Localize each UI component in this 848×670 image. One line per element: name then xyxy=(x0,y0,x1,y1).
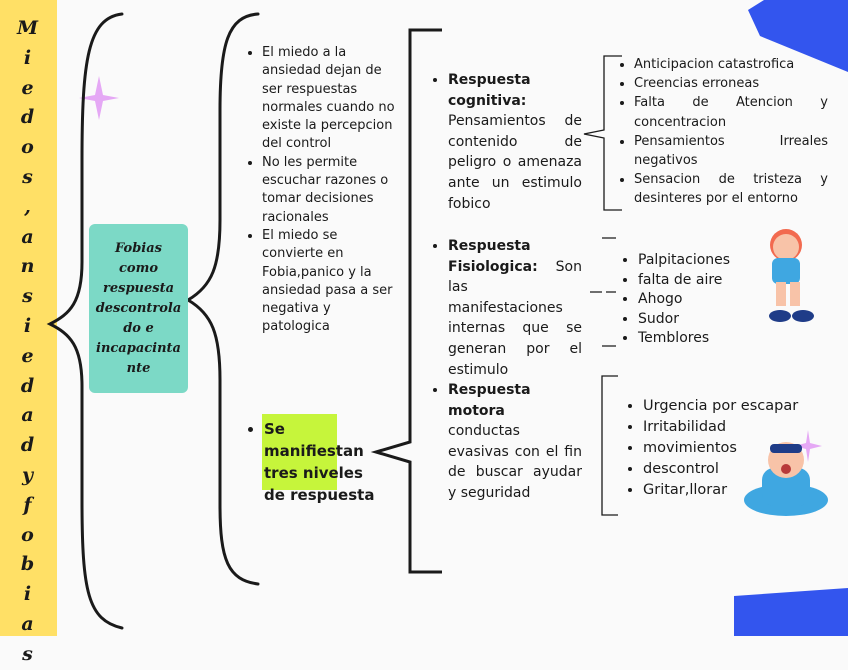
bracket-motor xyxy=(602,376,618,515)
list-item: Ahogo xyxy=(638,290,772,310)
list-item: Creencias erroneas xyxy=(634,74,828,93)
list-item: No les permite escuchar razones o tomar … xyxy=(262,154,396,227)
response-physiological: Respuesta Fisiologica: Son las manifesta… xyxy=(432,236,582,380)
response-cognitive: Respuesta cognitiva: Pensamientos de cont… xyxy=(432,70,582,214)
motor-list: Urgencia por escapar Irritabilidad movim… xyxy=(627,396,817,501)
bracket-cognitive xyxy=(584,56,622,210)
list-item: movimientos xyxy=(643,438,817,459)
list-item: El miedo se convierte en Fobia,panico y … xyxy=(262,227,396,337)
central-topic-text: Fobias como respuesta descontrolado e in… xyxy=(94,239,184,379)
list-item: Irritabilidad xyxy=(643,417,817,438)
list-item: Temblores xyxy=(638,329,772,349)
sitting-boy-icon xyxy=(769,229,814,322)
response-title: Respuesta motora xyxy=(448,382,531,419)
list-item: Anticipacion catastrofica xyxy=(634,55,828,74)
list-item: descontrol xyxy=(643,459,817,480)
cognitive-list: Anticipacion catastrofica Creencias erro… xyxy=(618,55,828,209)
list-item: Pensamientos Irreales negativos xyxy=(634,132,828,170)
list-item: Sensacion de tristeza y desinteres por e… xyxy=(634,170,828,208)
central-topic-box: Fobias como respuesta descontrolado e in… xyxy=(89,224,188,393)
response-title: Respuesta cognitiva: xyxy=(448,72,531,109)
list-item: falta de aire xyxy=(638,271,772,291)
list-item: Urgencia por escapar xyxy=(643,396,817,417)
list-item: Se manifiestan tres niveles de respuesta xyxy=(264,418,383,506)
response-body: Son las manifestaciones internas que se … xyxy=(448,259,582,378)
response-levels-note: Se manifiestan tres niveles de respuesta xyxy=(248,418,383,506)
bracket-physio xyxy=(590,238,616,346)
response-body: Pensamientos de contenido de peligro o a… xyxy=(448,113,582,211)
title-letter: s xyxy=(22,640,33,670)
list-item: El miedo a la ansiedad dejan de ser resp… xyxy=(262,44,396,154)
description-list: El miedo a la ansiedad dejan de ser resp… xyxy=(246,44,396,337)
list-item: Sudor xyxy=(638,310,772,330)
blue-bottom-shape xyxy=(734,588,848,636)
list-item: Palpitaciones xyxy=(638,251,772,271)
list-item: Falta de Atencion y concentracion xyxy=(634,93,828,131)
response-motor: Respuesta motora conductas evasivas con e… xyxy=(432,380,582,504)
list-item: Gritar,llorar xyxy=(643,480,817,501)
response-body: conductas evasivas con el fin de buscar … xyxy=(448,423,582,501)
response-title: Respuesta Fisiologica: xyxy=(448,238,538,275)
physiological-list: Palpitaciones falta de aire Ahogo Sudor … xyxy=(622,251,772,349)
